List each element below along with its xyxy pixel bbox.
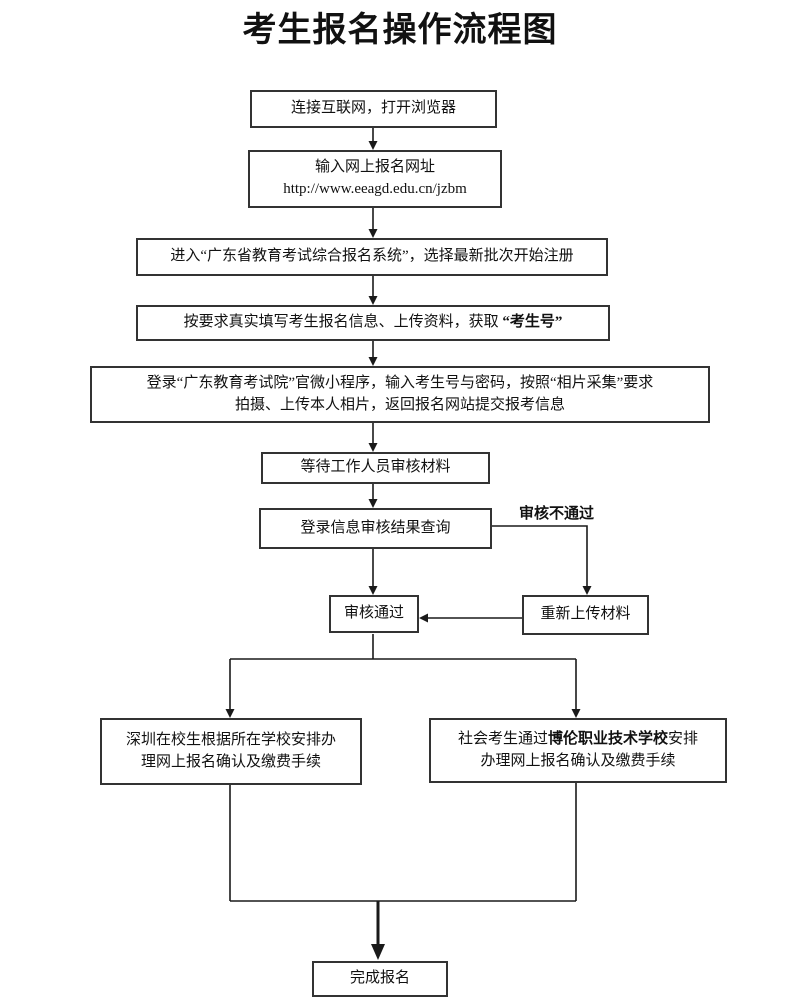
arrow-down-icon (368, 499, 378, 508)
connector-branch-merge (229, 783, 577, 902)
arrow-down-icon (368, 586, 378, 595)
step-enter-system: 进入“广东省教育考试综合报名系统”，选择最新批次开始注册 (136, 238, 608, 276)
step-text-bold: 博伦职业技术学校 (547, 730, 668, 747)
step-text: 等待工作人员审核材料 (300, 459, 451, 476)
arrow-down-icon (368, 296, 378, 305)
step-fill-info: 按要求真实填写考生报名信息、上传资料，获取 “考生号” (136, 305, 610, 341)
step-text: 深圳在校生根据所在学校安排办 (125, 731, 336, 748)
page-title: 考生报名操作流程图 (242, 12, 558, 49)
step-text: 登录信息审核结果查询 (300, 519, 451, 536)
step-text-normal: 安排 (668, 730, 699, 747)
review-fail-label: 审核不通过 (519, 506, 595, 522)
step-text: 登录“广东教育考试院”官微小程序，输入考生号与密码，按照“相片采集”要求 (146, 374, 654, 391)
step-text: 连接互联网，打开浏览器 (290, 100, 456, 117)
step-enter-url: 输入网上报名网址 http://www.eeagd.edu.cn/jzbm (248, 150, 502, 208)
step-text: 拍摄、上传本人相片，返回报名网站提交报考信息 (234, 396, 565, 413)
arrow-down-icon (571, 709, 581, 718)
step-wait-review: 等待工作人员审核材料 (261, 452, 490, 484)
step-reupload: 重新上传材料 (522, 595, 649, 635)
step-text: 重新上传材料 (540, 606, 631, 623)
step-text-normal: 按要求真实填写考生报名信息、上传资料，获取 (183, 314, 503, 331)
step-text: 办理网上报名确认及缴费手续 (480, 752, 676, 769)
step-text: 完成报名 (349, 970, 410, 987)
step-wechat-photo: 登录“广东教育考试院”官微小程序，输入考生号与密码，按照“相片采集”要求 拍摄、… (90, 366, 710, 423)
step-text: 社会考生通过博伦职业技术学校安排 (458, 729, 698, 751)
step-complete: 完成报名 (312, 961, 448, 997)
arrow-left-icon (419, 613, 428, 623)
arrow-down-icon (582, 586, 592, 595)
step-text: 进入“广东省教育考试综合报名系统”，选择最新批次开始注册 (170, 248, 574, 265)
arrow-down-icon (371, 944, 385, 960)
step-review-pass: 审核通过 (329, 595, 419, 633)
step-text-bold: “考生号” (502, 314, 563, 331)
step-text-normal: 社会考生通过 (457, 730, 548, 747)
step-text: 审核通过 (343, 605, 404, 622)
step-connect-internet: 连接互联网，打开浏览器 (250, 90, 497, 128)
arrow-down-icon (368, 229, 378, 238)
step-text: 输入网上报名网址 (314, 159, 435, 176)
registration-url: http://www.eeagd.edu.cn/jzbm (283, 181, 467, 197)
step-shenzhen-students: 深圳在校生根据所在学校安排办 理网上报名确认及缴费手续 (100, 718, 362, 785)
arrow-down-icon (368, 357, 378, 366)
connector-review-fail (492, 525, 588, 587)
connector-pass-branch (229, 634, 577, 710)
step-text: 理网上报名确认及缴费手续 (140, 753, 321, 770)
step-social-candidates: 社会考生通过博伦职业技术学校安排 办理网上报名确认及缴费手续 (429, 718, 727, 783)
arrow-down-icon (368, 443, 378, 452)
step-query-result: 登录信息审核结果查询 (259, 508, 492, 549)
step-text: 按要求真实填写考生报名信息、上传资料，获取 “考生号” (184, 312, 563, 334)
arrow-down-icon (368, 141, 378, 150)
arrow-down-icon (225, 709, 235, 718)
